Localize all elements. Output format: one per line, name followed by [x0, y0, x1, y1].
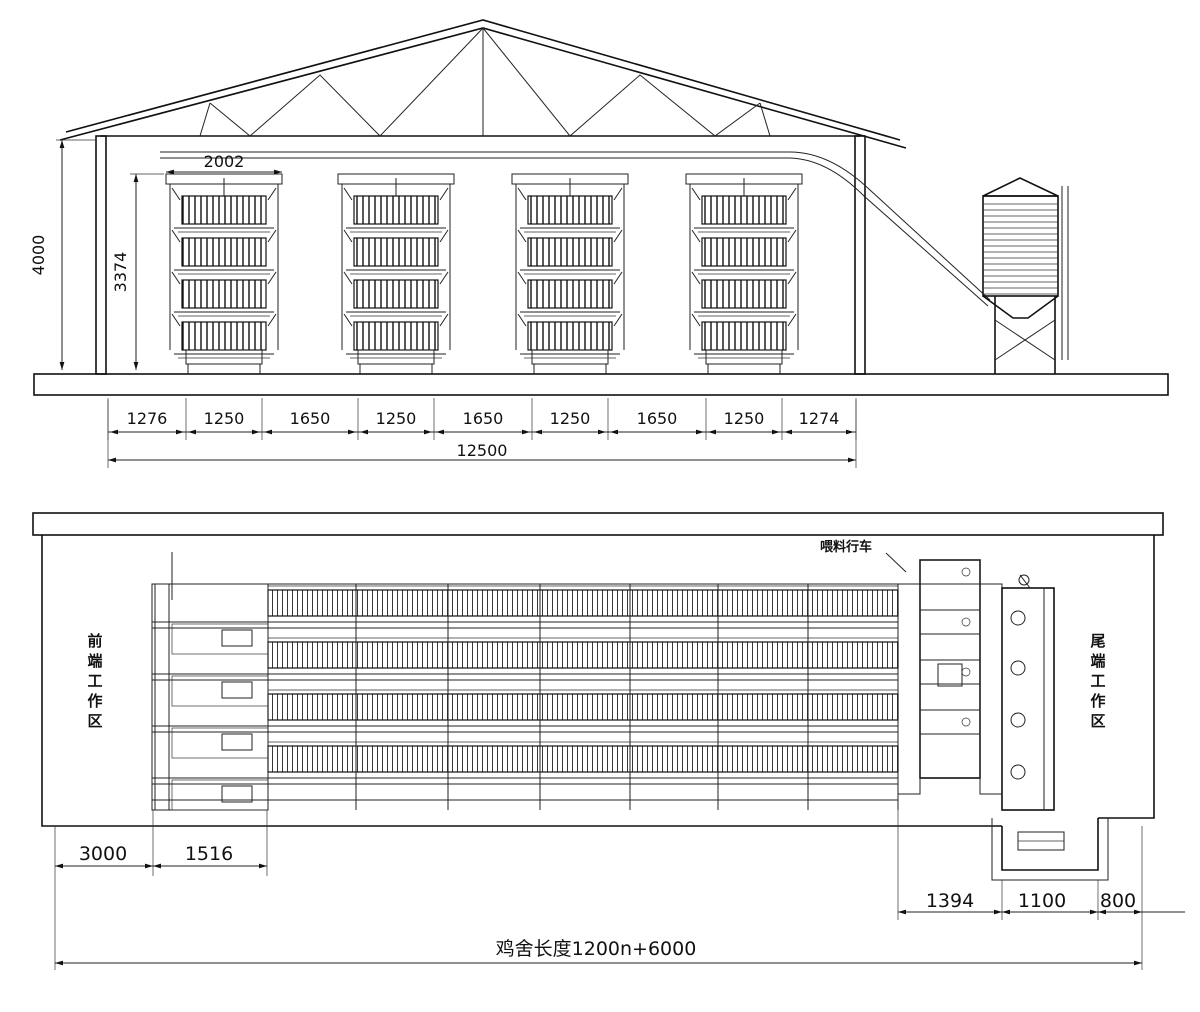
front-zone-char: 区 — [87, 712, 102, 730]
front-machine — [151, 552, 269, 811]
rear-zone-char: 端 — [1090, 652, 1105, 670]
dim-house-height-label: 4000 — [29, 235, 48, 276]
cage-unit — [337, 173, 455, 374]
rear-work-zone-label: 尾 端 工 作 区 — [1090, 632, 1105, 730]
dim-rear-gap-label: 800 — [1100, 890, 1136, 912]
cage-tier — [152, 689, 899, 733]
cage-tier — [152, 741, 899, 785]
front-zone-char: 前 — [87, 632, 102, 650]
feeder-trolley — [885, 552, 1003, 795]
cage-units — [165, 173, 803, 374]
dim-segment-label: 1276 — [127, 409, 168, 428]
plan-cage-rows — [152, 583, 899, 810]
dim-segment-label: 1650 — [290, 409, 331, 428]
dim-total-length-label: 鸡舍长度1200n+6000 — [496, 938, 697, 960]
cage-unit — [511, 173, 629, 374]
front-work-zone-label: 前 端 工 作 区 — [87, 632, 102, 730]
dim-front-unit-label: 1516 — [185, 843, 233, 865]
dim-cage-width-label: 2002 — [204, 152, 245, 171]
dim-segment-label: 1650 — [637, 409, 678, 428]
rear-zone-char: 作 — [1090, 692, 1105, 710]
dim-total-length: 鸡舍长度1200n+6000 — [55, 938, 1142, 966]
front-zone-char: 作 — [87, 692, 102, 710]
dim-segments: 1276 1250 1650 1250 1650 1250 1650 1250 1274 — [107, 398, 857, 440]
dim-front-area: 3000 1516 — [54, 810, 268, 970]
dim-cage-height-label: 3374 — [111, 252, 130, 293]
feed-pipe — [160, 151, 991, 301]
dim-rear: 1394 1100 800 — [897, 810, 1185, 970]
rear-zone-char: 区 — [1090, 712, 1105, 730]
dim-total-width: 12500 — [107, 400, 857, 468]
dim-segment-label: 1250 — [724, 409, 765, 428]
dim-segment-label: 1250 — [204, 409, 245, 428]
rear-pit — [991, 818, 1109, 881]
dim-total-width-label: 12500 — [457, 441, 508, 460]
front-zone-char: 端 — [87, 652, 102, 670]
cage-unit — [165, 173, 283, 374]
plan-view: 喂料行车 前 端 工 作 区 尾 端 工 作 区 — [32, 512, 1185, 970]
ground-slab — [33, 373, 1169, 396]
dim-cage-width: 2002 — [166, 152, 282, 175]
dim-rear-pit-label: 1100 — [1018, 890, 1066, 912]
dim-house-height: 4000 — [29, 139, 96, 370]
plan-wall-right — [1098, 535, 1155, 819]
front-zone-char: 工 — [87, 672, 102, 690]
dim-cage-height: 3374 — [111, 173, 164, 370]
rear-zone-char: 尾 — [1090, 632, 1105, 650]
dim-rear-unit-label: 1394 — [926, 890, 974, 912]
plan-wall-left — [41, 535, 1002, 827]
rear-machine — [1001, 574, 1055, 811]
plan-roof-slab — [32, 512, 1164, 536]
dim-front-area-label: 3000 — [79, 843, 127, 865]
cage-tier — [152, 585, 899, 629]
feed-silo — [982, 177, 1069, 374]
dim-segment-label: 1650 — [463, 409, 504, 428]
cage-tier — [152, 637, 899, 681]
dim-segment-label: 1250 — [550, 409, 591, 428]
dim-segment-label: 1250 — [376, 409, 417, 428]
feeder-trolley-label: 喂料行车 — [820, 539, 872, 555]
roof-truss — [59, 19, 907, 149]
dim-segment-label: 1274 — [799, 409, 840, 428]
cage-unit — [685, 173, 803, 374]
rear-zone-char: 工 — [1090, 672, 1105, 690]
